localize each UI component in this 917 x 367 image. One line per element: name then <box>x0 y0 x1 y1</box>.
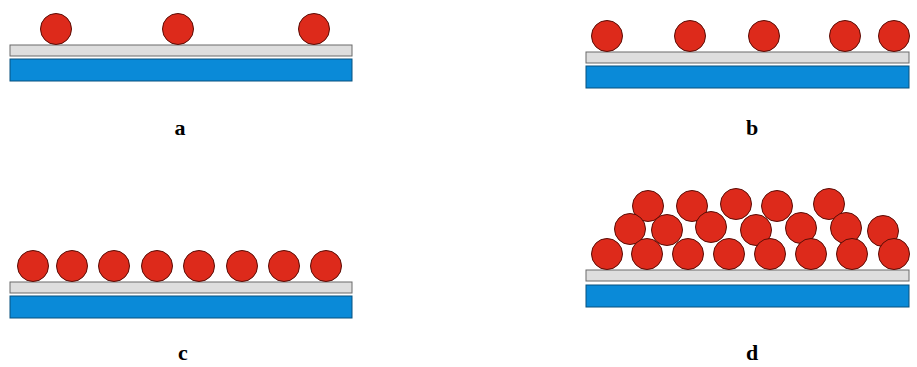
panel-label: a <box>175 117 186 139</box>
panel-a-figure <box>10 14 352 82</box>
panel-label: b <box>746 117 758 139</box>
panel-b-figure <box>586 21 910 89</box>
panel-c-figure <box>10 251 352 319</box>
panel-label: d <box>746 342 758 364</box>
panel-label: c <box>178 342 188 364</box>
panel-d-figure <box>586 189 910 308</box>
